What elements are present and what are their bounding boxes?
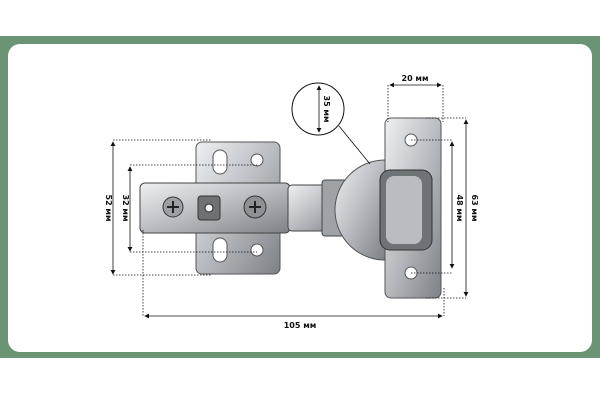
cup-hole-spacing-label: 48 мм [455, 195, 464, 222]
cup-diameter-label: 35 мм [322, 96, 331, 123]
total-length-label: 105 мм [284, 321, 317, 330]
dimension-lines [110, 82, 469, 319]
hole-spacing-label: 32 мм [121, 195, 130, 222]
cup-plate-height-label: 63 мм [470, 195, 479, 222]
plate-height-label: 52 мм [104, 195, 113, 222]
hinge-photo [139, 117, 442, 299]
cup-plate-width-label: 20 мм [402, 74, 429, 83]
